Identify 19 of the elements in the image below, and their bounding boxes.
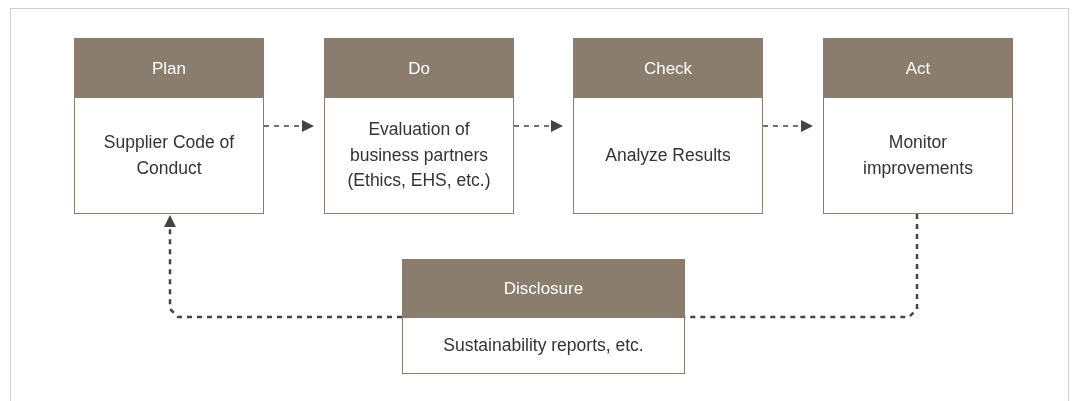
stage-description: Sustainability reports, etc. [443, 333, 644, 357]
arrow [513, 120, 564, 132]
stage-title: Disclosure [503, 279, 584, 299]
arrow [263, 120, 315, 132]
stage-title: Do [408, 58, 430, 79]
stage-description: Analyze Results [605, 143, 731, 167]
stage-description: Monitor improvements [862, 131, 974, 180]
process-card [823, 38, 1013, 214]
process-card [324, 38, 514, 214]
stage-title: Plan [152, 58, 186, 79]
stage-title: Check [643, 58, 693, 79]
stage-title: Act [905, 58, 931, 79]
arrow [164, 215, 402, 319]
process-card [402, 259, 685, 374]
arrow [762, 120, 814, 132]
process-card [74, 38, 264, 214]
stage-description: Evaluation of business partners (Ethics, EHS, etc.) [346, 118, 492, 193]
stage-description: Supplier Code of Conduct [102, 131, 236, 180]
process-card [573, 38, 763, 214]
